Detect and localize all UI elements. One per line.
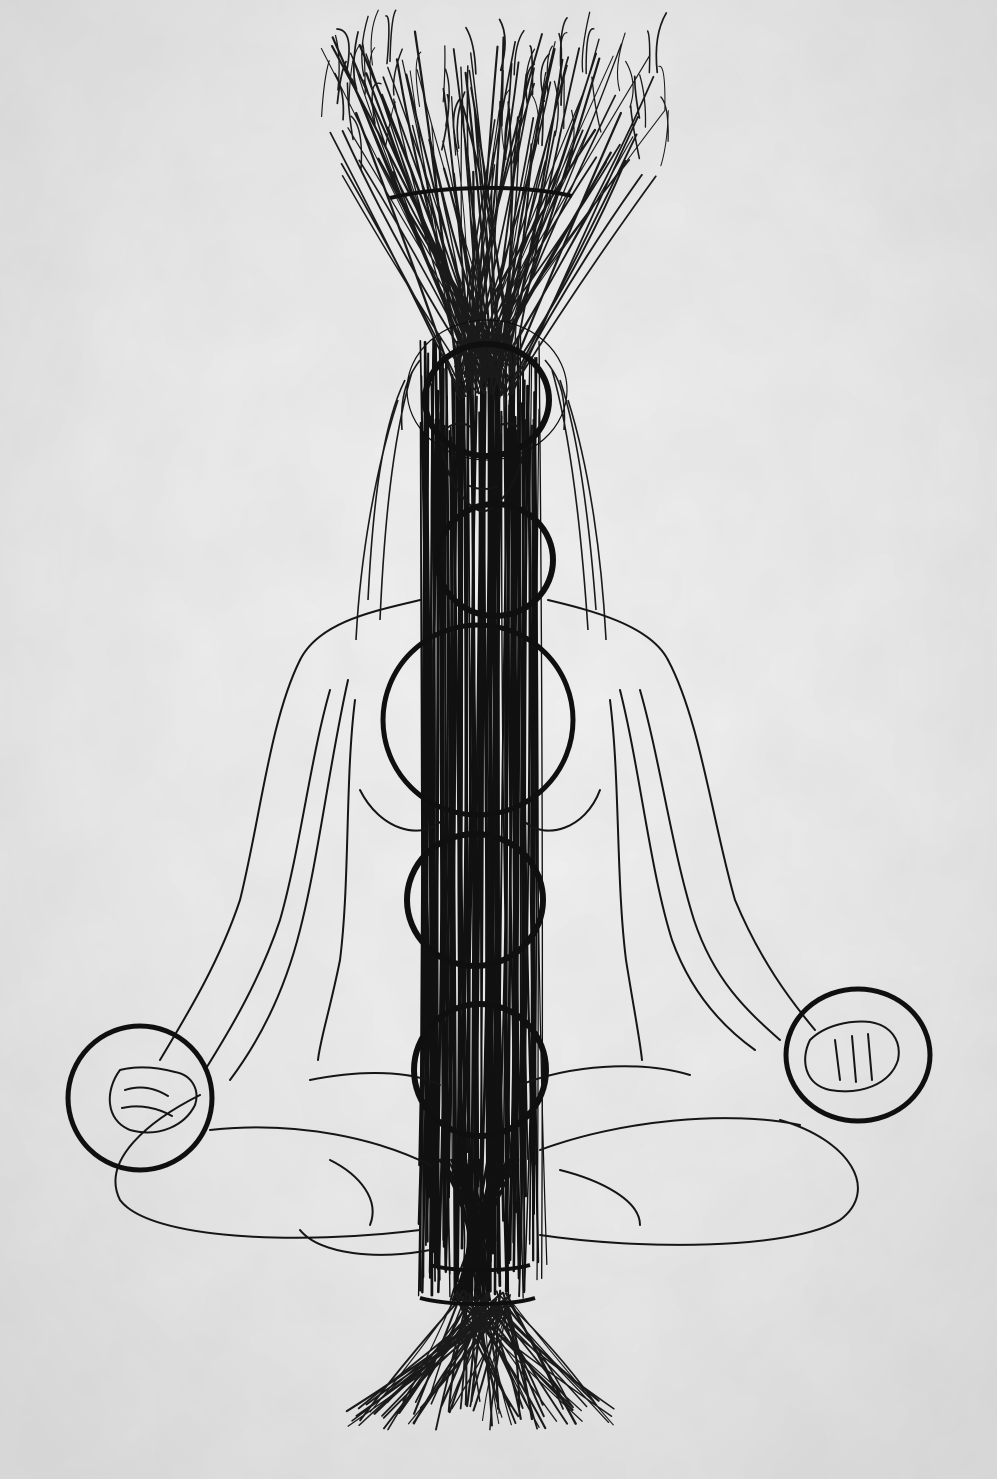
- crown-wisp: [502, 70, 503, 125]
